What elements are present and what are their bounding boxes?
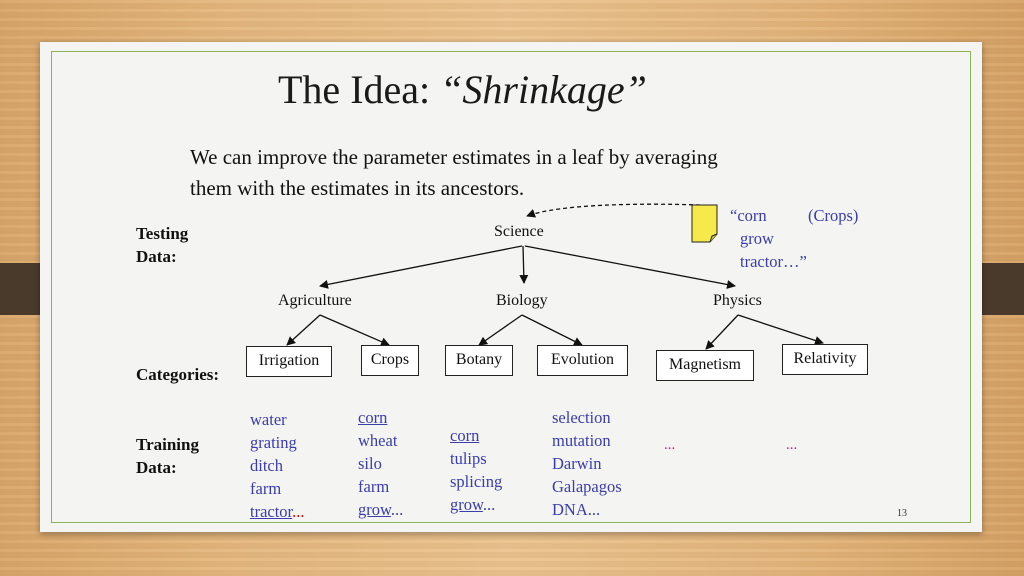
node-biology: Biology <box>496 292 548 309</box>
edge-science-physics <box>524 245 736 289</box>
slide-subtitle: We can improve the parameter estimates i… <box>190 142 718 204</box>
category-irrigation: Irrigation <box>246 346 332 377</box>
test-doc-word-1: “corn <box>730 206 767 225</box>
testing-label-line-1: Testing <box>136 224 189 243</box>
subtitle-line-2: them with the estimates in its ancestors… <box>190 176 525 200</box>
edge-physics-relativity <box>737 314 824 345</box>
edge-science-biology <box>519 245 529 284</box>
list-item: grow... <box>358 498 403 521</box>
training-crops: corn wheat silo farm grow... <box>358 406 403 521</box>
word-tractor: tractor <box>250 502 293 521</box>
ellipsis: ... <box>292 502 305 521</box>
title-italic: “Shrinkage” <box>440 67 647 112</box>
list-item: Darwin <box>552 454 602 473</box>
subtitle-line-1: We can improve the parameter estimates i… <box>190 145 718 169</box>
training-label-line-2: Data: <box>136 458 177 477</box>
list-item: corn <box>450 426 480 445</box>
training-evolution: selection mutation Darwin Galapagos DNA.… <box>552 406 622 521</box>
test-doc-word-3: tractor…” <box>740 252 807 271</box>
edge-science-agriculture <box>319 245 523 289</box>
node-agriculture: Agriculture <box>278 292 352 309</box>
word-grow: grow <box>450 495 483 514</box>
list-item: farm <box>358 477 390 496</box>
training-magnetism: ... <box>664 437 676 453</box>
slide <box>40 42 982 532</box>
training-irrigation: water grating ditch farm tractor... <box>250 408 305 523</box>
training-botany: corn tulips splicing grow... <box>450 424 502 516</box>
category-magnetism: Magnetism <box>656 350 754 381</box>
test-doc-tag: (Crops) <box>808 206 859 225</box>
list-item: mutation <box>552 431 611 450</box>
category-crops: Crops <box>361 345 419 376</box>
ellipsis: ... <box>482 495 496 514</box>
ellipsis: ... <box>390 500 404 519</box>
list-item: tractor... <box>250 500 305 523</box>
list-item: splicing <box>450 472 503 491</box>
page-number: 13 <box>897 508 907 519</box>
edge-doc-science <box>526 203 701 218</box>
testing-label-line-2: Data: <box>136 247 177 266</box>
list-item: grating <box>250 433 297 452</box>
node-physics: Physics <box>713 292 762 309</box>
list-item: selection <box>552 408 611 427</box>
edge-agriculture-irrigation <box>286 314 321 346</box>
list-item: farm <box>250 479 282 498</box>
training-label-line-1: Training <box>136 435 199 454</box>
training-data-label: Training Data: <box>136 433 199 479</box>
list-item: tulips <box>450 449 487 468</box>
node-science: Science <box>494 223 544 240</box>
category-botany: Botany <box>445 345 513 376</box>
test-document-text: “corn (Crops) grow tractor…” <box>730 204 870 273</box>
document-icon <box>691 204 718 243</box>
list-item: Galapagos <box>552 477 622 496</box>
slide-title: The Idea: “Shrinkage” <box>278 66 647 113</box>
testing-data-label: Testing Data: <box>136 222 188 268</box>
edge-biology-evolution <box>521 314 583 346</box>
list-item: corn <box>358 408 388 427</box>
category-relativity: Relativity <box>782 344 868 375</box>
edge-agriculture-crops <box>319 314 390 346</box>
list-item: DNA... <box>552 500 601 519</box>
edge-biology-botany <box>478 314 523 346</box>
list-item: water <box>250 410 287 429</box>
list-item: silo <box>358 454 382 473</box>
training-relativity: ... <box>786 437 798 453</box>
list-item: grow... <box>450 493 502 516</box>
slide-frame <box>51 51 971 523</box>
word-grow: grow <box>358 500 391 519</box>
test-doc-word-2: grow <box>740 229 774 248</box>
list-item: wheat <box>358 431 398 450</box>
list-item: ditch <box>250 456 283 475</box>
edge-physics-magnetism <box>705 314 739 350</box>
title-plain: The Idea: <box>278 67 441 112</box>
categories-label: Categories: <box>136 365 220 384</box>
category-evolution: Evolution <box>537 345 628 376</box>
